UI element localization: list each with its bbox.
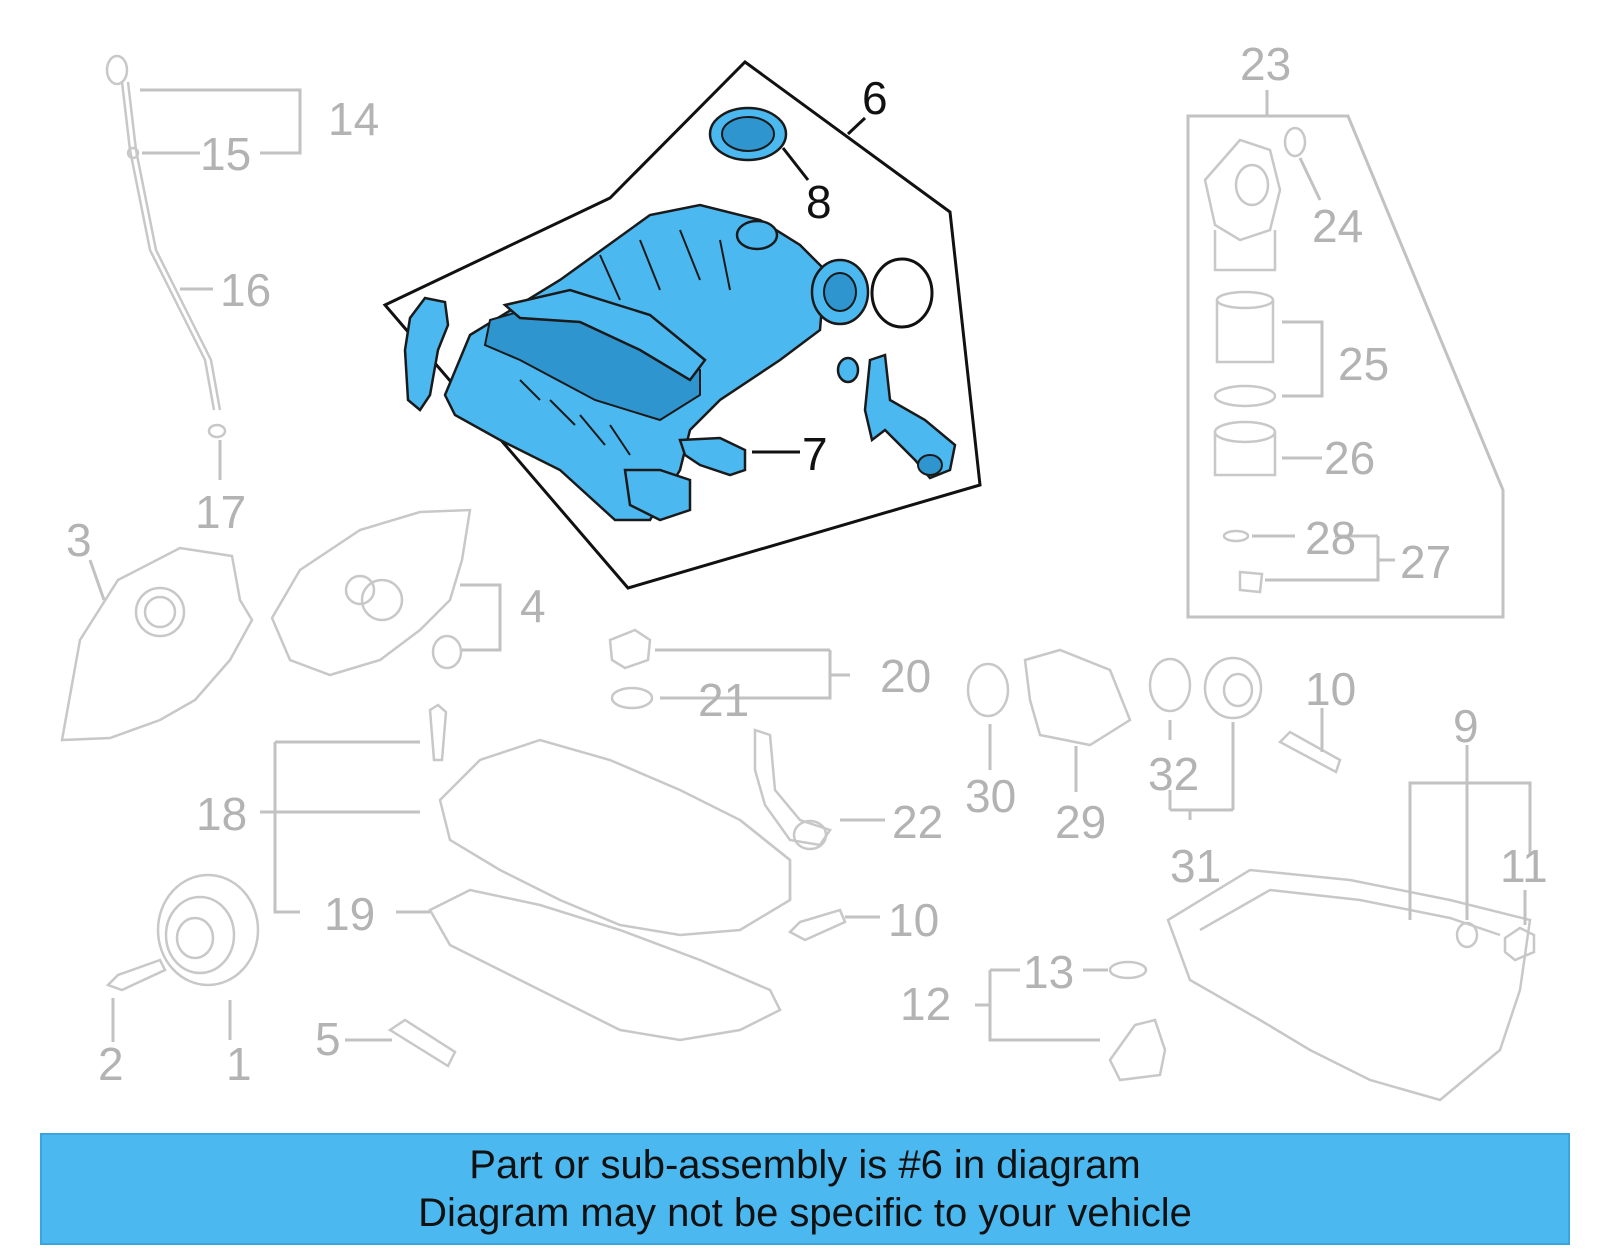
callout-21: 21 (698, 674, 749, 726)
seal-part-9 (1455, 921, 1479, 949)
callout-2: 2 (98, 1038, 124, 1090)
filter-group-box (1186, 114, 1505, 619)
leader-3 (88, 559, 106, 601)
callout-5: 5 (315, 1013, 341, 1065)
cap-part-31 (1203, 656, 1263, 720)
seal-part-24 (1283, 126, 1307, 158)
parts-diagram: 1 2 3 4 5 6 7 8 9 10 10 11 12 13 14 15 1… (60, 38, 1548, 1102)
pcv-hose-part (836, 353, 957, 480)
level-sensor-part-12 (1108, 1018, 1167, 1082)
runner-flap-part-7 (678, 436, 747, 477)
seal-part-28 (1222, 529, 1250, 543)
bolt-part-18 (428, 703, 448, 762)
callout-13: 13 (1023, 946, 1074, 998)
callout-8: 8 (806, 176, 832, 228)
callout-23: 23 (1240, 38, 1291, 90)
emblem-part-8 (708, 106, 788, 162)
oil-cooler-part-29 (1023, 648, 1132, 747)
info-banner: Part or sub-assembly is #6 in diagram Di… (40, 1133, 1570, 1245)
seal-part-13 (1108, 960, 1148, 980)
callout-12: 12 (900, 978, 951, 1030)
callout-17: 17 (195, 486, 246, 538)
callout-6: 6 (862, 72, 888, 124)
plug-part-10a (1277, 730, 1342, 774)
front-cover-part (270, 508, 472, 677)
callout-19: 19 (324, 888, 375, 940)
banner-line-2: Diagram may not be specific to your vehi… (418, 1191, 1192, 1235)
leader-27 (1265, 534, 1395, 582)
callout-15: 15 (200, 128, 251, 180)
leader-9 (1408, 745, 1532, 920)
drain-part-27 (1238, 570, 1264, 594)
dipstick-part (105, 54, 227, 439)
leader-18 (260, 740, 420, 914)
sensor-part-5 (387, 1018, 457, 1068)
callout-24: 24 (1312, 200, 1363, 252)
filter-housing-part (1203, 138, 1282, 272)
breather-hose-part (753, 728, 832, 847)
callout-28: 28 (1305, 512, 1356, 564)
callout-16: 16 (220, 264, 271, 316)
callout-29: 29 (1055, 796, 1106, 848)
leader-8 (781, 147, 810, 181)
valve-cover-part (438, 738, 792, 937)
callout-18: 18 (196, 788, 247, 840)
callout-26: 26 (1324, 432, 1375, 484)
seal-part-30 (966, 662, 1010, 718)
leader-12 (975, 968, 1100, 1042)
leader-14 (140, 88, 302, 155)
leader-4 (460, 583, 502, 652)
callout-31: 31 (1170, 840, 1221, 892)
oil-pan-part (1166, 868, 1532, 1102)
callout-3: 3 (66, 514, 92, 566)
callout-11: 11 (1500, 840, 1548, 892)
banner-line-1: Part or sub-assembly is #6 in diagram (469, 1143, 1141, 1187)
manifold-sensor-part (403, 296, 450, 412)
filter-element-part (1213, 290, 1277, 408)
callout-4: 4 (520, 580, 546, 632)
pulley-part (156, 873, 260, 987)
filter-cap-part (1213, 420, 1277, 477)
callout-9: 9 (1453, 700, 1479, 752)
callout-22: 22 (892, 796, 943, 848)
callout-20: 20 (880, 650, 931, 702)
leader-24 (1298, 157, 1322, 201)
manifold-gasket-ring (870, 257, 934, 329)
assembly-6-outline (382, 60, 982, 590)
callout-30: 30 (965, 770, 1016, 822)
seal-part-32 (1148, 657, 1192, 713)
valve-cover-gasket-part (428, 888, 782, 1042)
callout-27: 27 (1400, 536, 1451, 588)
drain-plug-part-11 (1503, 926, 1536, 962)
leader-6 (846, 116, 867, 136)
callout-10b: 10 (888, 894, 939, 946)
callout-10a: 10 (1305, 663, 1356, 715)
leader-25 (1282, 320, 1324, 398)
plug-part-10b (787, 908, 847, 942)
callout-1: 1 (226, 1038, 252, 1090)
rear-cover-part (60, 546, 254, 742)
oil-cap-part (608, 628, 654, 710)
bolt-part (105, 958, 167, 992)
callout-32: 32 (1148, 748, 1199, 800)
intake-manifold-part (443, 203, 870, 522)
callout-25: 25 (1338, 338, 1389, 390)
leader-31 (1168, 722, 1235, 820)
callout-14: 14 (328, 93, 379, 145)
leader-20 (655, 648, 850, 700)
callout-7: 7 (802, 428, 828, 480)
